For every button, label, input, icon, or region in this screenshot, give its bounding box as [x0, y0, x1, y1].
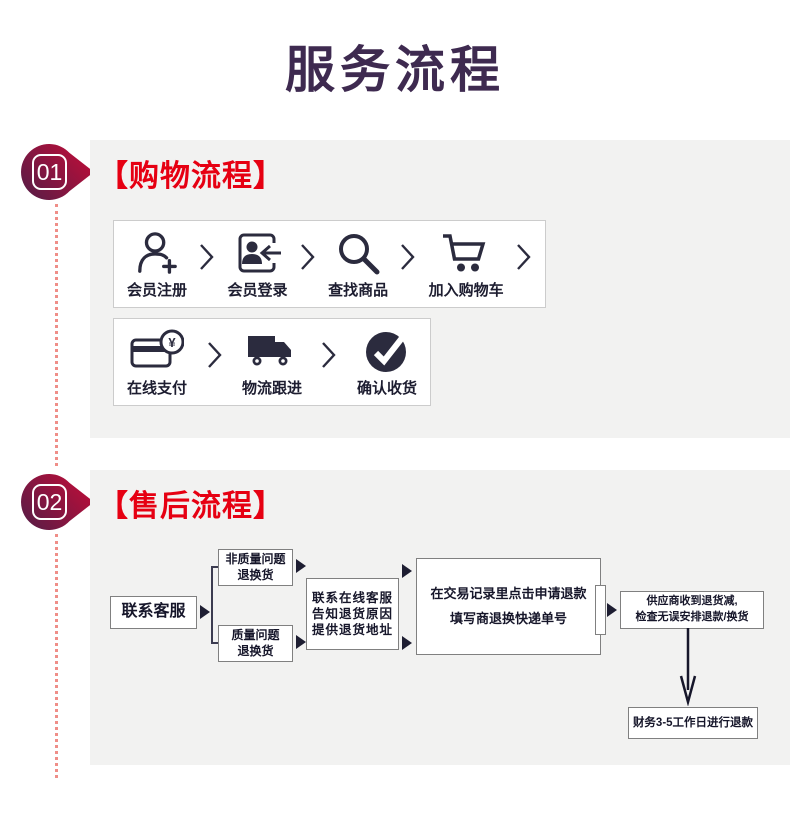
section-number: 01 — [37, 159, 63, 185]
chevron-right-icon — [300, 244, 315, 270]
yen-symbol: ¥ — [168, 335, 176, 350]
flow-box-line: 退换货 — [237, 567, 274, 582]
arrow-right-icon — [296, 559, 306, 573]
flow-box-line: 提供退货地址 — [311, 623, 393, 638]
step-label: 会员注册 — [127, 281, 188, 299]
flow-box-line: 供应商收到退货减, — [646, 595, 738, 608]
aftersales-process-panel: 【售后流程】 联系客服 非质量问题 退换货 质量问题 退换货 联系在线客服 告知… — [90, 470, 790, 765]
section-number: 02 — [37, 489, 63, 515]
step-search-goods: 查找商品 — [328, 229, 388, 300]
user-plus-icon — [135, 229, 179, 277]
step-label: 加入购物车 — [428, 281, 504, 299]
flow-box-line: 联系客服 — [121, 603, 186, 621]
step-logistics: 物流跟进 — [242, 327, 302, 398]
contact-service-box: 联系客服 — [110, 596, 197, 629]
flow-box-line: 退换货 — [237, 643, 274, 658]
step-confirm-receipt: 确认收货 — [357, 327, 417, 398]
arrow-right-icon — [402, 636, 412, 650]
step-label: 查找商品 — [328, 281, 389, 299]
apply-refund-box: 在交易记录里点击申请退款 填写商退换快递单号 — [416, 558, 601, 655]
arrow-right-icon — [296, 635, 306, 649]
section-heading: 【购物流程】 — [98, 160, 284, 193]
step-label: 物流跟进 — [241, 379, 302, 397]
non-quality-return-box: 非质量问题 退换货 — [218, 549, 293, 586]
section-heading: 【售后流程】 — [98, 490, 284, 523]
connector-notch — [595, 585, 606, 635]
flow-box-line: 填写商退换快递单号 — [449, 610, 567, 626]
flow-box-line: 告知退货原因 — [311, 606, 393, 621]
dotted-connector — [55, 204, 58, 466]
chevron-right-icon — [401, 244, 416, 270]
truck-icon — [247, 327, 297, 375]
flow-box-line: 质量问题 — [231, 627, 280, 642]
payment-icon: ¥ — [130, 327, 184, 375]
login-icon — [233, 229, 283, 277]
search-icon — [335, 229, 381, 277]
chevron-right-icon — [322, 342, 337, 368]
arrow-right-icon — [607, 603, 617, 617]
arrow-right-icon — [200, 605, 210, 619]
flow-box-line: 在交易记录里点击申请退款 — [430, 585, 587, 601]
branch-bracket — [211, 567, 213, 643]
finance-refund-box: 财务3-5工作日进行退款 — [628, 707, 758, 739]
step-label: 在线支付 — [127, 379, 188, 397]
step-add-to-cart: 加入购物车 — [429, 229, 504, 300]
check-circle-icon — [364, 327, 410, 375]
step-member-login: 会员登录 — [228, 229, 288, 300]
chevron-right-icon — [207, 342, 222, 368]
branch-bracket — [211, 566, 219, 568]
flow-box-line: 联系在线客服 — [311, 590, 393, 605]
shopping-steps-row-2: ¥ 在线支付 物流跟进 — [113, 318, 431, 406]
flow-box-line: 财务3-5工作日进行退款 — [632, 716, 754, 729]
supplier-check-box: 供应商收到退货减, 检查无误安排退款/换货 — [620, 591, 764, 629]
branch-bracket — [211, 642, 219, 644]
dotted-connector — [55, 534, 58, 778]
online-service-box: 联系在线客服 告知退货原因 提供退货地址 — [306, 578, 399, 650]
section-02-badge-icon: 02 — [21, 474, 94, 530]
shopping-process-panel: 【购物流程】 会员注册 — [90, 140, 790, 438]
step-label: 会员登录 — [227, 281, 288, 299]
section-01-badge-icon: 01 — [21, 144, 94, 200]
cart-icon — [440, 229, 492, 277]
page-title: 服务流程 — [285, 42, 505, 98]
step-label: 确认收货 — [356, 379, 417, 397]
arrow-down-icon — [679, 628, 697, 706]
chevron-right-icon — [517, 244, 531, 270]
shopping-steps-row-1: 会员注册 会员登录 — [113, 220, 546, 308]
chevron-right-icon — [200, 244, 214, 270]
flow-box-line: 非质量问题 — [225, 551, 286, 566]
quality-return-box: 质量问题 退换货 — [218, 625, 293, 662]
flow-box-line: 检查无误安排退款/换货 — [635, 611, 749, 623]
step-online-payment: ¥ 在线支付 — [127, 327, 187, 398]
step-member-register: 会员注册 — [127, 229, 187, 300]
arrow-right-icon — [402, 564, 412, 578]
